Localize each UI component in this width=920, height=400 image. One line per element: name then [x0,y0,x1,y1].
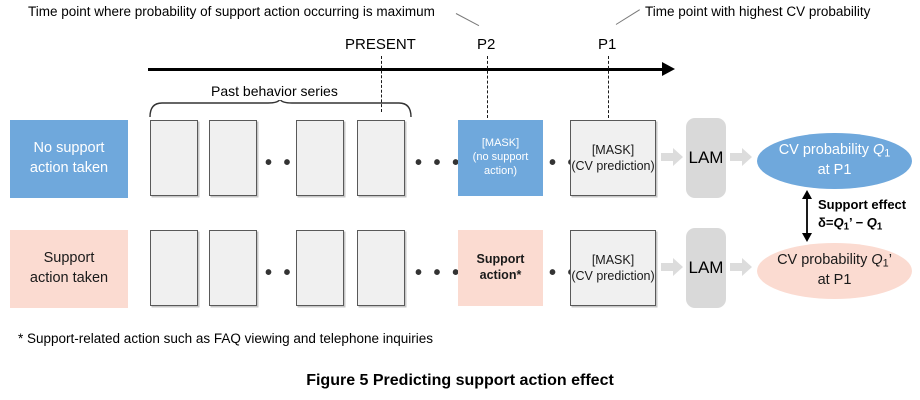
dashed-line-p1 [608,56,609,118]
p1-box-no-support-line1: [MASK] [591,142,635,157]
sequence-box [209,230,257,306]
timeline-label-p1: P1 [598,36,617,53]
output-ellipse-support: CV probability Q1’ at P1 [757,243,912,299]
row-label-support-line1: Support [43,250,95,267]
output-support-line2: at P1 [817,272,852,289]
row-label-no-support-line2: action taken [29,160,109,176]
p2-box-no-support: [MASK] (no support action) [458,120,543,196]
sequence-box [296,120,344,196]
past-behavior-bracket [149,100,412,118]
flow-arrow-icon [661,148,683,166]
bracket-label-past-behavior: Past behavior series [211,83,338,99]
output-ellipse-no-support: CV probability Q1 at P1 [757,133,912,189]
p1-box-no-support: [MASK] (CV prediction) [570,120,656,196]
p2-box-no-support-line3: action) [483,164,518,177]
flow-arrow-icon [730,258,752,276]
timeline-axis [148,68,663,71]
sequence-box [357,120,405,196]
leader-line-p1 [615,9,641,25]
p2-box-support: Support action* [458,230,543,306]
output-no-support-line1: CV probability Q1 [778,142,891,160]
flow-arrow-icon [661,258,683,276]
p2-box-no-support-line2: (no support [472,151,529,164]
p2-box-support-line2: action* [479,268,522,282]
footnote: * Support-related action such as FAQ vie… [18,331,433,346]
dashed-line-p2 [487,56,488,118]
timeline-label-present: PRESENT [345,36,416,53]
sequence-box [150,120,198,196]
sequence-box [296,230,344,306]
sequence-box [150,230,198,306]
p1-box-no-support-line2: (CV prediction) [571,159,655,173]
timeline-arrowhead [662,62,675,76]
p2-box-no-support-line1: [MASK] [481,137,520,150]
support-effect-formula: δ=Q1’ − Q1 [818,214,883,232]
p2-box-support-line1: Support [476,252,525,267]
sequence-box [209,120,257,196]
flow-arrow-icon [730,148,752,166]
lam-box-no-support: LAM [686,118,726,198]
sequence-box [357,230,405,306]
annotation-p2-note: Time point where probability of support … [28,4,435,19]
row-label-no-support-line1: No support [33,140,105,157]
sequence-ellipsis: • • • [415,262,463,284]
annotation-p1-note: Time point with highest CV probability [645,4,871,19]
row-label-no-support: No support action taken [10,120,128,198]
row-label-support: Support action taken [10,230,128,308]
p1-box-support-line2: (CV prediction) [571,269,655,283]
row-label-support-line2: action taken [29,270,109,286]
leader-line-p2 [455,13,480,27]
timeline-label-p2: P2 [477,36,496,53]
output-support-line1: CV probability Q1’ [777,252,892,270]
support-effect-double-arrow [802,190,812,242]
figure-caption: Figure 5 Predicting support action effec… [306,372,614,389]
sequence-ellipsis: • • • [415,152,463,174]
lam-box-support: LAM [686,228,726,308]
output-no-support-line2: at P1 [817,162,852,179]
p1-box-support: [MASK] (CV prediction) [570,230,656,306]
support-effect-title: Support effect [818,197,907,212]
support-effect-label: Support effect δ=Q1’ − Q1 [818,196,906,233]
p1-box-support-line1: [MASK] [591,252,635,267]
dashed-line-present [381,56,382,112]
